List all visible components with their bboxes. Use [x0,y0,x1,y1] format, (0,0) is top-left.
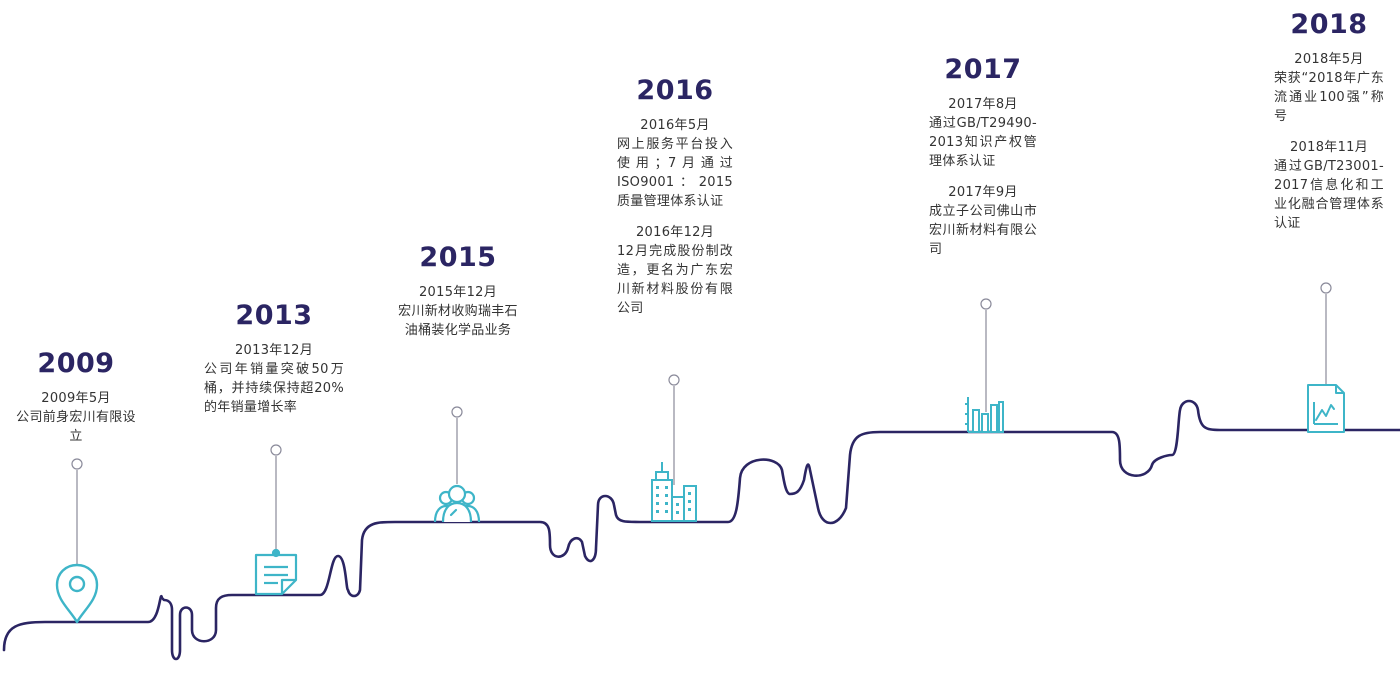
milestone-entry: 2016年5月 网上服务平台投入使用；7月通过ISO9001：2015质量管理体… [617,116,733,211]
timeline-path [2,399,1400,661]
entry-date: 2017年9月 [948,185,1018,200]
entry-text: 通过GB/T23001-2017信息化和工业化融合管理体系认证 [1274,159,1384,231]
milestone-year: 2017 [944,54,1022,85]
milestone-2018: 2018 2018年5月 荣获“2018年广东流通业100强”称号 2018年1… [1274,11,1384,233]
entry-date: 2016年12月 [635,225,715,240]
milestone-year: 2009 [37,348,115,379]
entry-text: 通过GB/T29490-2013知识产权管理体系认证 [929,116,1037,169]
milestone-2017: 2017 2017年8月 通过GB/T29490-2013知识产权管理体系认证 … [929,56,1037,259]
entry-date: 2018年11月 [1289,140,1369,155]
entry-date: 2017年8月 [948,97,1018,112]
location-pin-icon [55,563,99,624]
milestone-entry: 2016年12月 12月完成股份制改造，更名为广东宏川新材料股份有限公司 [617,223,733,318]
city-buildings-icon [651,462,697,522]
milestone-2016: 2016 2016年5月 网上服务平台投入使用；7月通过ISO9001：2015… [617,77,733,318]
entry-text: 宏川新材收购瑞丰石油桶装化学品业务 [398,304,518,338]
connector-2013 [270,444,282,553]
entry-date: 2013年12月 [234,343,314,358]
entry-date: 2009年5月 [41,391,111,406]
connector-2017 [980,298,992,412]
milestone-entry: 2017年9月 成立子公司佛山市宏川新材料有限公司 [929,183,1037,259]
milestone-2013: 2013 2013年12月 公司年销量突破50万桶，并持续保持超20%的年销量增… [204,302,344,417]
milestone-year: 2015 [419,242,497,273]
document-note-icon [254,548,298,596]
milestone-2009: 2009 2009年5月 公司前身宏川有限设立 [14,350,138,446]
entry-text: 12月完成股份制改造，更名为广东宏川新材料股份有限公司 [617,244,733,316]
milestone-year: 2016 [636,75,714,106]
entry-text: 公司前身宏川有限设立 [16,410,136,444]
milestone-entry: 2009年5月 公司前身宏川有限设立 [14,389,138,446]
milestone-year: 2013 [235,300,313,331]
connector-2009 [71,458,83,572]
entry-text: 网上服务平台投入使用；7月通过ISO9001：2015质量管理体系认证 [617,137,733,209]
milestone-entry: 2018年11月 通过GB/T23001-2017信息化和工业化融合管理体系认证 [1274,138,1384,233]
entry-text: 成立子公司佛山市宏川新材料有限公司 [929,204,1037,257]
connector-2016 [668,374,680,485]
milestone-entry: 2015年12月 宏川新材收购瑞丰石油桶装化学品业务 [392,283,524,340]
entry-date: 2015年12月 [418,285,498,300]
connector-2015 [451,406,463,484]
milestone-entry: 2018年5月 荣获“2018年广东流通业100强”称号 [1274,50,1384,126]
milestone-2015: 2015 2015年12月 宏川新材收购瑞丰石油桶装化学品业务 [392,244,524,340]
connector-2018 [1320,282,1332,385]
report-chart-icon [1307,384,1345,433]
entry-date: 2016年5月 [640,118,710,133]
bar-chart-icon [965,397,1004,433]
entry-text: 公司年销量突破50万桶，并持续保持超20%的年销量增长率 [204,362,344,415]
entry-text: 荣获“2018年广东流通业100强”称号 [1274,71,1384,124]
milestone-entry: 2013年12月 公司年销量突破50万桶，并持续保持超20%的年销量增长率 [204,341,344,417]
entry-date: 2018年5月 [1294,52,1364,67]
team-icon [433,484,481,523]
milestone-entry: 2017年8月 通过GB/T29490-2013知识产权管理体系认证 [929,95,1037,171]
milestone-year: 2018 [1290,9,1368,40]
